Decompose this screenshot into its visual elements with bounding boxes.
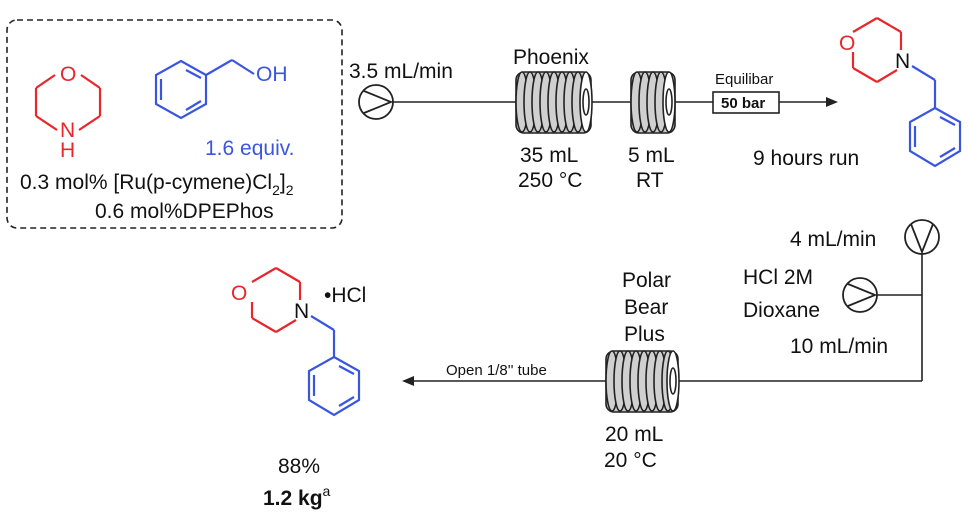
- arrowhead-1: [826, 97, 838, 107]
- run-time: 9 hours run: [753, 147, 859, 170]
- alcohol-equiv: 1.6 equiv.: [205, 137, 295, 160]
- pump3-rate: 4 mL/min: [790, 228, 876, 251]
- arrowhead-2: [402, 376, 414, 386]
- scale-label: 1.2 kga: [263, 483, 331, 510]
- salt-label: •HCl: [324, 284, 366, 307]
- catalyst-label: 0.3 mol% [Ru(p-cymene)Cl2]2: [20, 171, 294, 198]
- reactor1-name: Phoenix: [513, 46, 589, 69]
- reactor3-volume: 20 mL: [605, 423, 663, 446]
- benzyl-alcohol-structure: [154, 59, 255, 120]
- product2-o: O: [231, 282, 247, 305]
- product2-n: N: [294, 300, 309, 323]
- reactor3-line3: Plus: [624, 323, 665, 346]
- reagent-box: [6, 19, 343, 229]
- morpholine-structure: [34, 74, 102, 131]
- coil-reactor-2: [630, 71, 676, 134]
- reactor3-line1: Polar: [622, 269, 671, 292]
- reagent-line1: HCl 2M: [743, 266, 813, 289]
- bpr-value: 50 bar: [721, 95, 765, 112]
- product1-o: O: [839, 32, 855, 55]
- benzyl-alcohol-oh: OH: [256, 63, 288, 86]
- yield-label: 88%: [278, 455, 320, 478]
- morpholine-o: O: [60, 63, 76, 86]
- pump-icon: [904, 219, 940, 255]
- product1-n: N: [895, 50, 910, 73]
- reactor1-volume: 35 mL: [520, 144, 578, 167]
- product1-morpholine-ring: [851, 17, 903, 83]
- morpholine-h: H: [60, 139, 75, 162]
- product1-benzyl: [908, 65, 962, 168]
- morpholine-n: N: [60, 119, 75, 142]
- coil-reactor-1: [515, 71, 593, 134]
- reactor3-line2: Bear: [624, 296, 668, 319]
- coil-reactor-3: [605, 350, 680, 413]
- reactor3-temp: 20 °C: [604, 449, 657, 472]
- pump-icon: [358, 84, 394, 120]
- pump4-rate: 10 mL/min: [790, 335, 888, 358]
- pump1-rate: 3.5 mL/min: [349, 60, 453, 83]
- product2-benzyl: [307, 315, 361, 417]
- reactor2-volume: 5 mL: [628, 144, 675, 167]
- reactor1-temp: 250 °C: [518, 169, 582, 192]
- reagent-line2: Dioxane: [743, 299, 820, 322]
- reactor2-temp: RT: [636, 169, 664, 192]
- ligand-label: 0.6 mol%DPEPhos: [95, 200, 274, 223]
- bpr-label: Equilibar: [715, 71, 773, 88]
- pump-icon: [842, 277, 878, 313]
- product2-morpholine-ring: [250, 267, 302, 333]
- tube-label: Open 1/8'' tube: [446, 362, 547, 379]
- bpr-box: [712, 91, 780, 114]
